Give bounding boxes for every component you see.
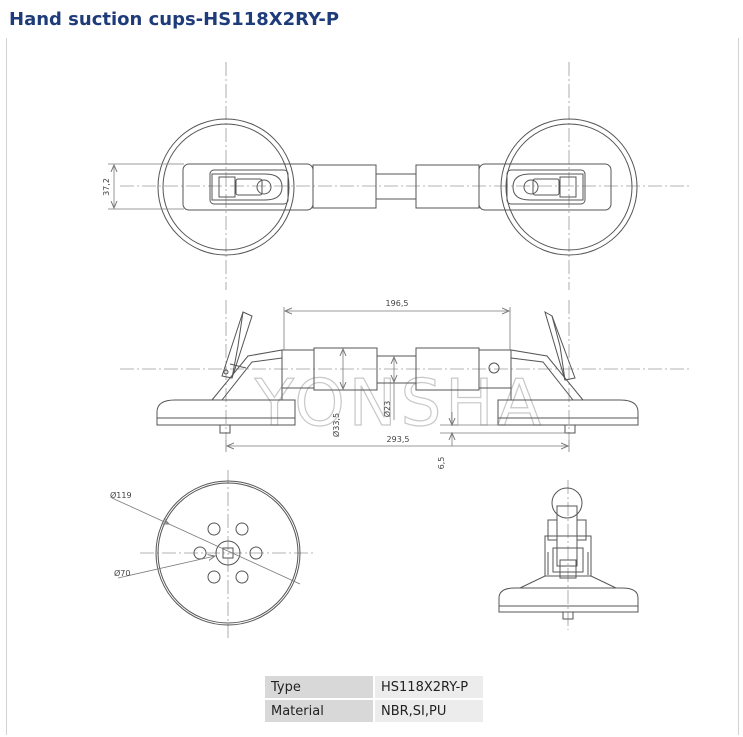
dim-label-lift: 6,5 [437,457,446,470]
front-view [120,300,690,440]
dim-label-tube-inner: Ø23 [382,401,392,417]
spec-table: Type HS118X2RY-P Material NBR,SI,PU [263,674,485,724]
spec-value-material: NBR,SI,PU [375,700,483,722]
dim-label-span-total: 293,5 [387,435,410,444]
page-title: Hand suction cups-HS118X2RY-P [9,9,340,30]
spec-value-type: HS118X2RY-P [375,676,483,698]
bottom-view [140,470,316,640]
bottom-dimensions [111,497,301,585]
spec-label-type: Type [265,676,373,698]
table-row: Material NBR,SI,PU [265,700,483,722]
drawing-frame [6,38,739,735]
dim-label-span-inner: 196,5 [386,299,409,308]
dim-label-tube-outer: Ø33,5 [331,413,341,437]
top-view [120,62,690,290]
watermark-text: YONSHA [254,367,545,441]
dim-label-bolt-circle: Ø70 [114,568,130,578]
table-row: Type HS118X2RY-P [265,676,483,698]
front-dimensions [225,307,570,452]
dim-label-cup-diameter: Ø119 [110,490,132,500]
dim-label-top-height: 37,2 [102,178,111,196]
spec-label-material: Material [265,700,373,722]
dim-top-height [108,163,184,210]
side-view [498,480,639,630]
